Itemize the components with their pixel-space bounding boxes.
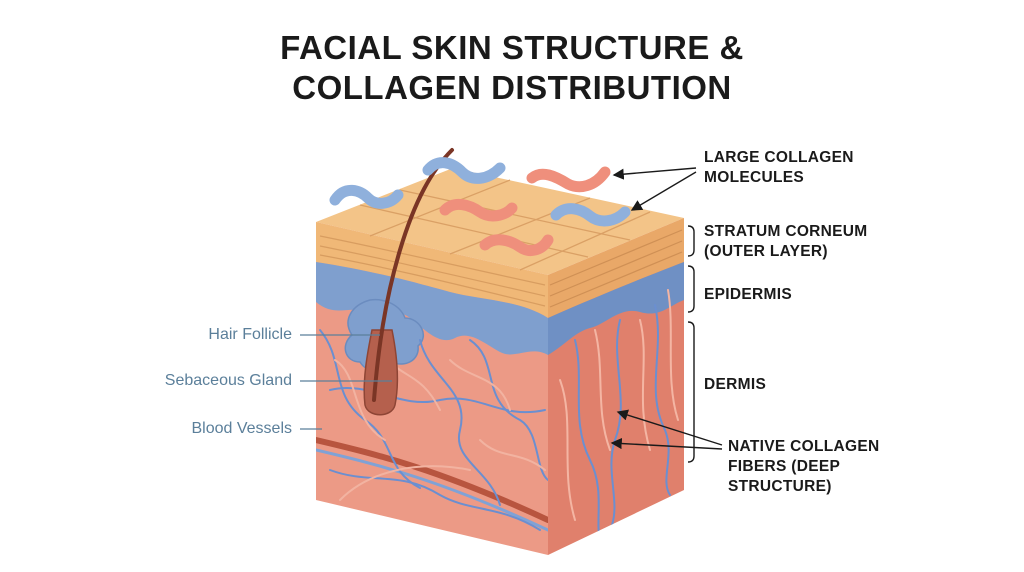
label-stratum-corneum: STRATUM CORNEUM (OUTER LAYER) (704, 222, 868, 262)
label-native-collagen-line-2: FIBERS (DEEP (728, 458, 841, 475)
hair-shaft (372, 148, 454, 402)
label-stratum-corneum-line-1: STRATUM CORNEUM (704, 223, 868, 240)
label-large-collagen-line-2: MOLECULES (704, 169, 805, 186)
label-hair-follicle: Hair Follicle (208, 326, 292, 343)
label-native-collagen-fibers: NATIVE COLLAGEN FIBERS (DEEP STRUCTURE) (728, 437, 879, 497)
label-blood-vessels: Blood Vessels (191, 420, 292, 437)
label-native-collagen-line-3: STRUCTURE) (728, 478, 832, 495)
collagen-molecule-red (479, 234, 554, 256)
diagram-title-line-1: FACIAL SKIN STRUCTURE & (280, 29, 744, 66)
large-collagen-molecules (329, 157, 631, 256)
arrow-large-collagen-1 (612, 167, 697, 180)
label-epidermis: EPIDERMIS (704, 286, 792, 303)
arrow-native-collagen-2 (610, 437, 723, 450)
diagram-title-line-2: COLLAGEN DISTRIBUTION (292, 69, 732, 106)
collagen-molecule-blue (550, 203, 631, 227)
collagen-molecule-blue (329, 184, 404, 209)
annotation-lines (610, 167, 723, 463)
skin-block-front-face (316, 222, 548, 555)
label-sebaceous-gland: Sebaceous Gland (164, 372, 292, 389)
label-native-collagen-line-1: NATIVE COLLAGEN (728, 438, 880, 455)
label-large-collagen-line-1: LARGE COLLAGEN (704, 149, 854, 166)
bracket-dermis (687, 321, 695, 463)
bracket-epidermis (687, 265, 695, 313)
collagen-molecule-blue (422, 157, 506, 184)
arrow-native-collagen-1 (616, 409, 723, 446)
label-stratum-corneum-line-2: (OUTER LAYER) (704, 243, 828, 260)
skin-block-side-face (548, 218, 684, 555)
collagen-molecule-red (439, 198, 518, 222)
left-leader-lines (300, 334, 392, 430)
label-dermis: DERMIS (704, 376, 767, 393)
hair-follicle (363, 148, 454, 416)
label-large-collagen-molecules: LARGE COLLAGEN MOLECULES (704, 148, 854, 188)
epidermis-side (548, 262, 684, 355)
skin-block-top-face (316, 168, 684, 275)
bracket-stratum-corneum (687, 225, 695, 257)
arrow-large-collagen-2 (630, 171, 697, 211)
collagen-molecule-red (526, 166, 611, 193)
epidermis-front (316, 262, 548, 355)
